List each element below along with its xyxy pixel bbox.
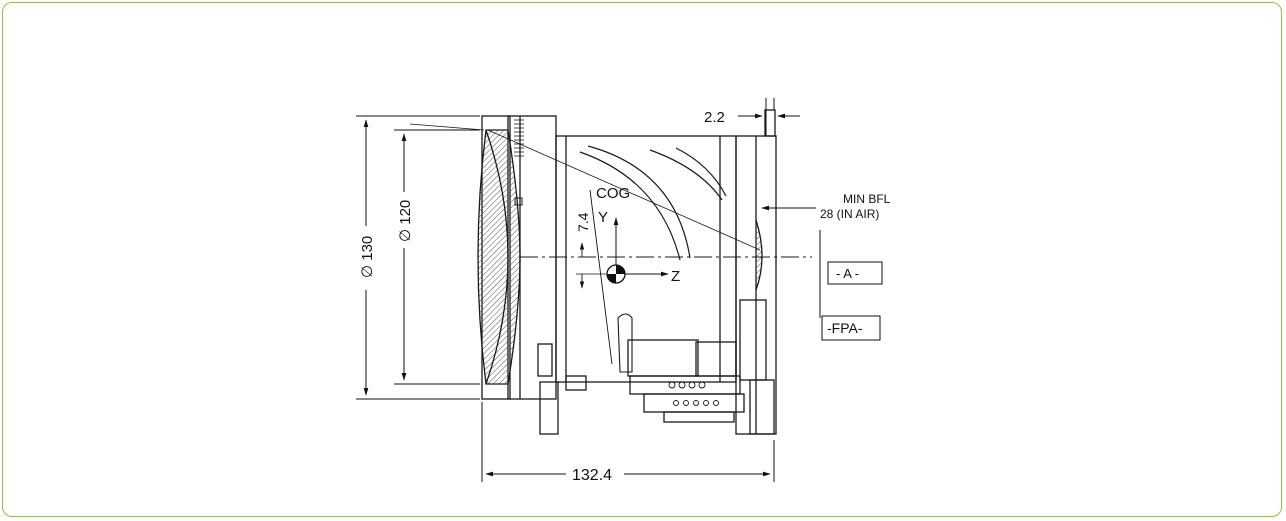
datum-a-box: [827, 261, 883, 285]
cog-label: COG: [596, 185, 630, 202]
cog-symbol: [606, 264, 626, 284]
cam-slot-1: [579, 151, 681, 261]
fpa-box: [821, 315, 881, 341]
flange-label: 2.2: [704, 109, 725, 126]
knurl-texture: [514, 119, 524, 157]
fpa-label: -FPA-: [827, 320, 863, 336]
cog-leader: [589, 189, 613, 365]
bfl-label-line1: MIN BFL: [843, 192, 891, 206]
outer-diameter-label: ∅ 130: [359, 236, 376, 278]
cam-slot-2: [649, 149, 723, 201]
ray-line: [487, 129, 761, 251]
inner-diameter-label: ∅ 120: [397, 200, 414, 242]
y-axis-label: Y: [598, 209, 608, 226]
main-barrel: [555, 135, 737, 383]
bfl-label-line2: 28 (IN AIR): [820, 207, 879, 221]
cog-offset-label: 7.4: [575, 212, 591, 232]
datum-a-label: - A -: [836, 266, 859, 281]
length-label: 132.4: [572, 467, 612, 484]
front-lens-element: [477, 129, 521, 385]
bottom-foot: [539, 381, 559, 435]
z-axis-label: Z: [671, 268, 680, 285]
rear-lens-element: [755, 219, 763, 291]
motor-block: [627, 339, 699, 377]
